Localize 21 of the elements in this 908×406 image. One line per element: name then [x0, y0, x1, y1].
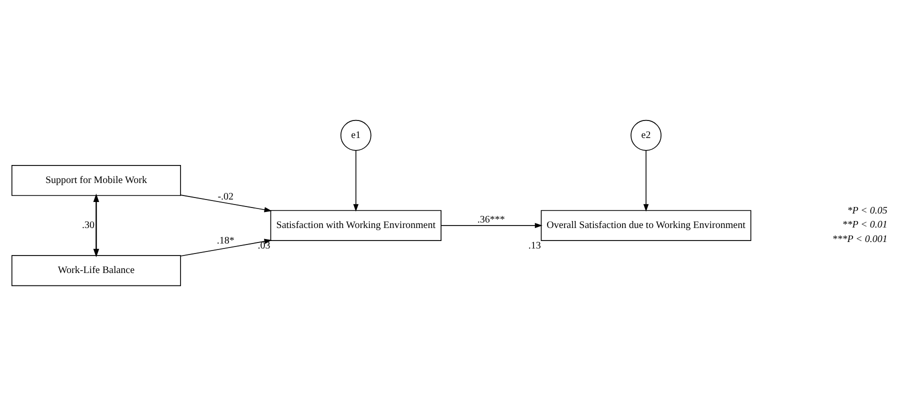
arrow	[353, 150, 359, 212]
arrow	[643, 150, 649, 212]
node-box: Overall Satisfaction due to Working Environment	[540, 210, 752, 241]
node-circle: e1	[340, 120, 372, 151]
arrow	[180, 194, 272, 212]
node-box: Satisfaction with Working Environment	[270, 210, 442, 241]
arrow	[180, 238, 272, 256]
label: **P < 0.01	[842, 220, 888, 231]
edge-label: .18*	[216, 236, 234, 247]
node-label: .13	[528, 240, 541, 252]
node-circle: e2	[630, 120, 662, 151]
arrow	[440, 222, 542, 228]
node-box: Work-Life Balance	[11, 255, 181, 286]
node-box: Support for Mobile Work	[11, 165, 181, 196]
label: *P < 0.05	[847, 206, 888, 217]
edge-label: .30	[82, 220, 95, 232]
arrow	[93, 194, 100, 258]
edge-label: .36***	[477, 214, 505, 226]
label: ***P < 0.001	[832, 234, 888, 245]
edge-label: -.02	[218, 191, 234, 202]
node-label: .03	[258, 240, 270, 252]
